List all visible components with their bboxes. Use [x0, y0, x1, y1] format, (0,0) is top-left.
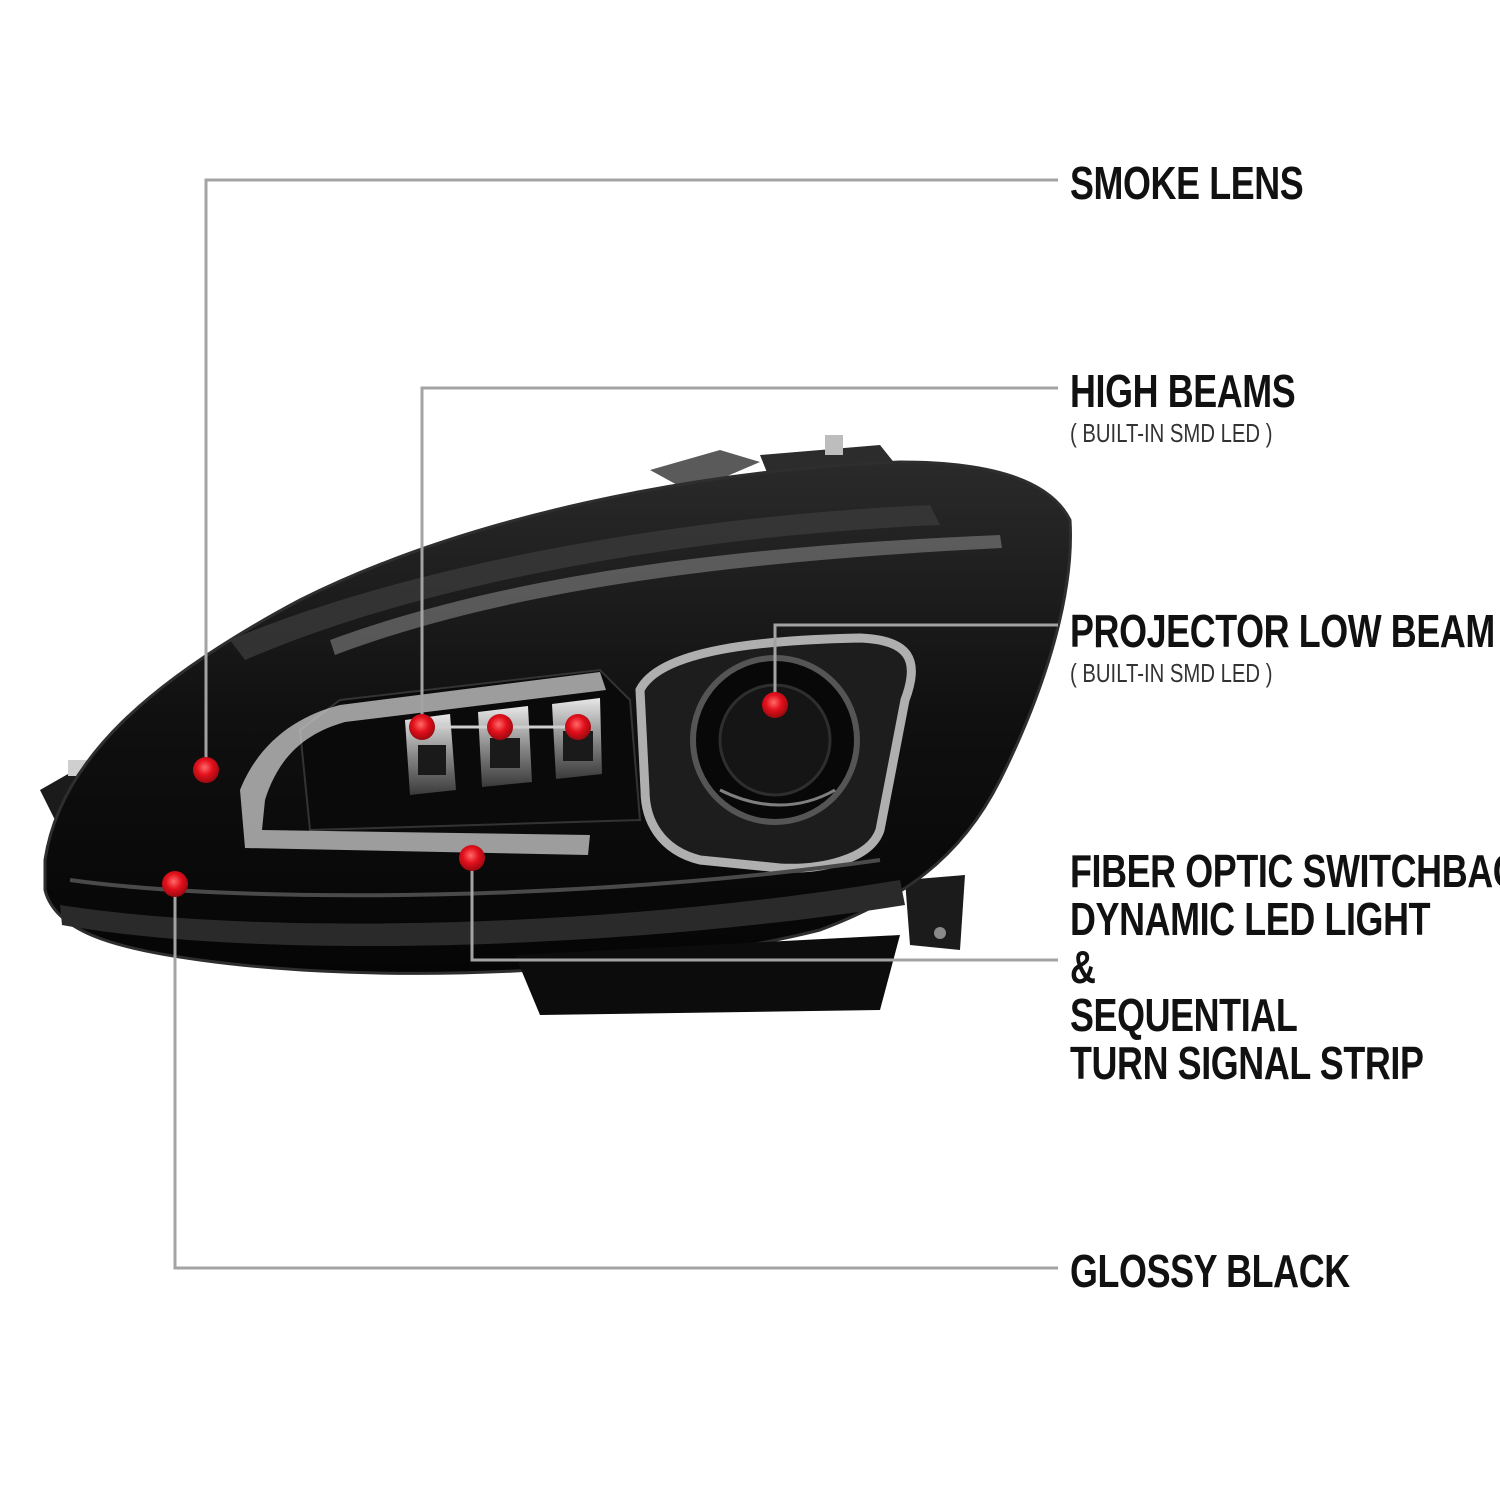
marker-high-beam-1: [409, 714, 435, 740]
headlight-photo: [40, 435, 1072, 1015]
label-high-beams-sub: ( BUILT-IN SMD LED ): [1070, 418, 1273, 448]
markers: [162, 692, 788, 897]
label-projector-group: PROJECTOR LOW BEAM ( BUILT-IN SMD LED ): [1070, 608, 1495, 686]
marker-smoke-lens: [193, 757, 219, 783]
label-projector-sub: ( BUILT-IN SMD LED ): [1070, 658, 1273, 688]
label-fiber-optic-group: FIBER OPTIC SWITCHBACK DYNAMIC LED LIGHT…: [1070, 847, 1500, 1087]
label-fiber-line-3: &: [1070, 941, 1096, 993]
marker-projector: [762, 692, 788, 718]
label-fiber-line-2: DYNAMIC LED LIGHT: [1070, 893, 1431, 945]
label-projector-low-beam: PROJECTOR LOW BEAM: [1070, 605, 1495, 657]
label-fiber-line-5: TURN SIGNAL STRIP: [1070, 1037, 1424, 1089]
marker-high-beam-2: [487, 714, 513, 740]
label-fiber-line-4: SEQUENTIAL: [1070, 989, 1298, 1041]
marker-fiber-optic: [459, 845, 485, 871]
label-glossy-black: GLOSSY BLACK: [1070, 1245, 1350, 1297]
marker-high-beam-3: [565, 714, 591, 740]
marker-glossy-black: [162, 871, 188, 897]
leader-lines: [173, 178, 1058, 1270]
label-high-beams-group: HIGH BEAMS ( BUILT-IN SMD LED ): [1070, 365, 1296, 448]
label-high-beams: HIGH BEAMS: [1070, 365, 1296, 417]
label-fiber-line-1: FIBER OPTIC SWITCHBACK: [1070, 845, 1500, 897]
label-smoke-lens: SMOKE LENS: [1070, 157, 1304, 209]
